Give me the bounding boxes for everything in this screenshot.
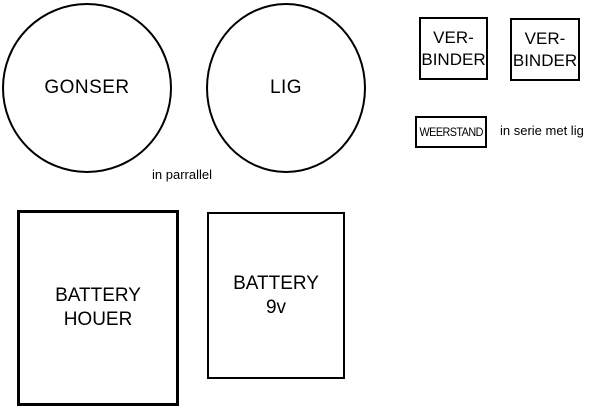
- series-note: in serie met lig: [500, 123, 584, 138]
- battery-holder-label: BATTERY HOUER: [55, 285, 141, 330]
- resistor-box: WEERSTAND: [415, 116, 487, 148]
- battery-holder-box: BATTERY HOUER: [17, 210, 179, 406]
- battery-label: BATTERY 9v: [233, 272, 319, 318]
- light-circle: LIG: [206, 3, 366, 173]
- connector-box-1: VER- BINDER: [419, 17, 488, 80]
- connector-box-2: VER- BINDER: [510, 18, 580, 81]
- battery-box: BATTERY 9v: [207, 212, 345, 379]
- connector-label-2: VER- BINDER: [512, 28, 578, 70]
- buzzer-label: GONSER: [44, 77, 130, 98]
- parallel-note: in parrallel: [152, 167, 212, 182]
- buzzer-circle: GONSER: [2, 3, 172, 173]
- light-label: LIG: [269, 77, 303, 98]
- resistor-label: WEERSTAND: [419, 125, 483, 139]
- connector-label-1: VER- BINDER: [421, 27, 486, 69]
